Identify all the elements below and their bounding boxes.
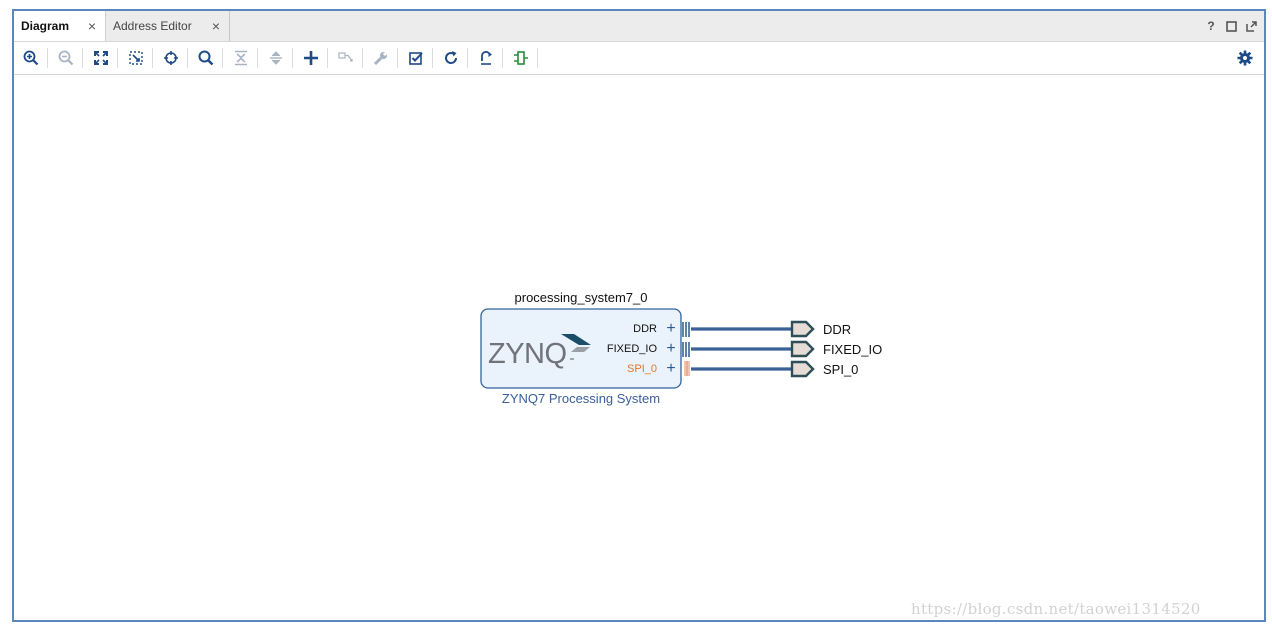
- regenerate-layout-icon: [481, 51, 492, 65]
- block-port-spi-label: SPI_0: [627, 363, 657, 375]
- external-port-ddr-label: DDR: [823, 322, 851, 337]
- expand-port-ddr-icon[interactable]: +: [666, 320, 675, 337]
- external-port-fixed-io[interactable]: [790, 340, 815, 358]
- collapse-all-button[interactable]: [229, 47, 253, 69]
- block-type-label: ZYNQ7 Processing System: [502, 391, 660, 406]
- tab-bar: Diagram × Address Editor × ?: [14, 11, 1264, 42]
- zoom-area-icon: [129, 51, 143, 65]
- customize-icon: [373, 51, 388, 66]
- block-port-fixed-io-label: FIXED_IO: [607, 343, 658, 355]
- tab-diagram-label: Diagram: [21, 19, 70, 33]
- expand-all-icon: [270, 51, 282, 65]
- zoom-in-button[interactable]: [19, 47, 43, 69]
- make-connection-button[interactable]: [334, 47, 358, 69]
- zoom-area-button[interactable]: [124, 47, 148, 69]
- external-port-ddr[interactable]: [790, 320, 815, 338]
- zoom-in-icon: [23, 50, 39, 66]
- float-icon[interactable]: [1244, 19, 1258, 33]
- help-icon[interactable]: ?: [1207, 19, 1215, 33]
- pin-ddr[interactable]: [682, 322, 690, 337]
- tab-address-editor[interactable]: Address Editor ×: [106, 11, 230, 41]
- add-ip-button[interactable]: [299, 47, 323, 69]
- pin-fixed-io[interactable]: [682, 342, 690, 357]
- zoom-fit-button[interactable]: [89, 47, 113, 69]
- optimize-routing-icon: [514, 51, 528, 65]
- external-port-fixed-io-label: FIXED_IO: [823, 342, 882, 357]
- make-connection-icon: [338, 52, 353, 62]
- close-icon[interactable]: ×: [211, 18, 221, 34]
- external-port-spi[interactable]: [790, 360, 815, 378]
- external-port-spi-label: SPI_0: [823, 362, 858, 377]
- block-diagram: processing_system7_0 ZYNQ DDR FIXED_IO S…: [480, 290, 882, 406]
- tab-address-editor-label: Address Editor: [113, 19, 192, 33]
- refresh-icon: [445, 51, 458, 64]
- gear-icon: [1237, 50, 1253, 66]
- settings-button[interactable]: [1234, 47, 1256, 69]
- add-ip-icon: [304, 51, 318, 65]
- window-controls: ?: [1204, 19, 1258, 35]
- close-icon[interactable]: ×: [87, 18, 97, 34]
- block-instance-name: processing_system7_0: [515, 290, 648, 305]
- autofit-selection-button[interactable]: [159, 47, 183, 69]
- diagram-window: Diagram × Address Editor × ?: [12, 9, 1266, 622]
- zynq-logo: ZYNQ: [488, 334, 591, 370]
- restore-icon[interactable]: [1224, 19, 1238, 33]
- zoom-out-icon: [58, 50, 74, 66]
- search-button[interactable]: [194, 47, 218, 69]
- zoom-out-button[interactable]: [54, 47, 78, 69]
- expand-port-fixed-io-icon[interactable]: +: [666, 340, 675, 357]
- validate-design-icon: [409, 52, 423, 65]
- block-port-ddr-label: DDR: [633, 323, 657, 335]
- refresh-button[interactable]: [439, 47, 463, 69]
- customize-button[interactable]: [369, 47, 393, 69]
- watermark: https://blog.csdn.net/taowei1314520: [911, 600, 1201, 618]
- diagram-canvas[interactable]: processing_system7_0 ZYNQ DDR FIXED_IO S…: [14, 75, 1264, 620]
- collapse-all-icon: [235, 50, 247, 66]
- pin-spi[interactable]: [684, 361, 690, 376]
- expand-port-spi-icon[interactable]: +: [666, 360, 675, 377]
- validate-design-button[interactable]: [404, 47, 428, 69]
- optimize-routing-button[interactable]: [509, 47, 533, 69]
- search-icon: [198, 50, 214, 66]
- zoom-fit-icon: [94, 51, 108, 65]
- expand-all-button[interactable]: [264, 47, 288, 69]
- tab-diagram[interactable]: Diagram ×: [14, 11, 106, 41]
- autofit-selection-icon: [164, 51, 178, 65]
- toolbar: [14, 42, 1264, 75]
- regenerate-layout-button[interactable]: [474, 47, 498, 69]
- zynq-logo-text: ZYNQ: [488, 338, 567, 370]
